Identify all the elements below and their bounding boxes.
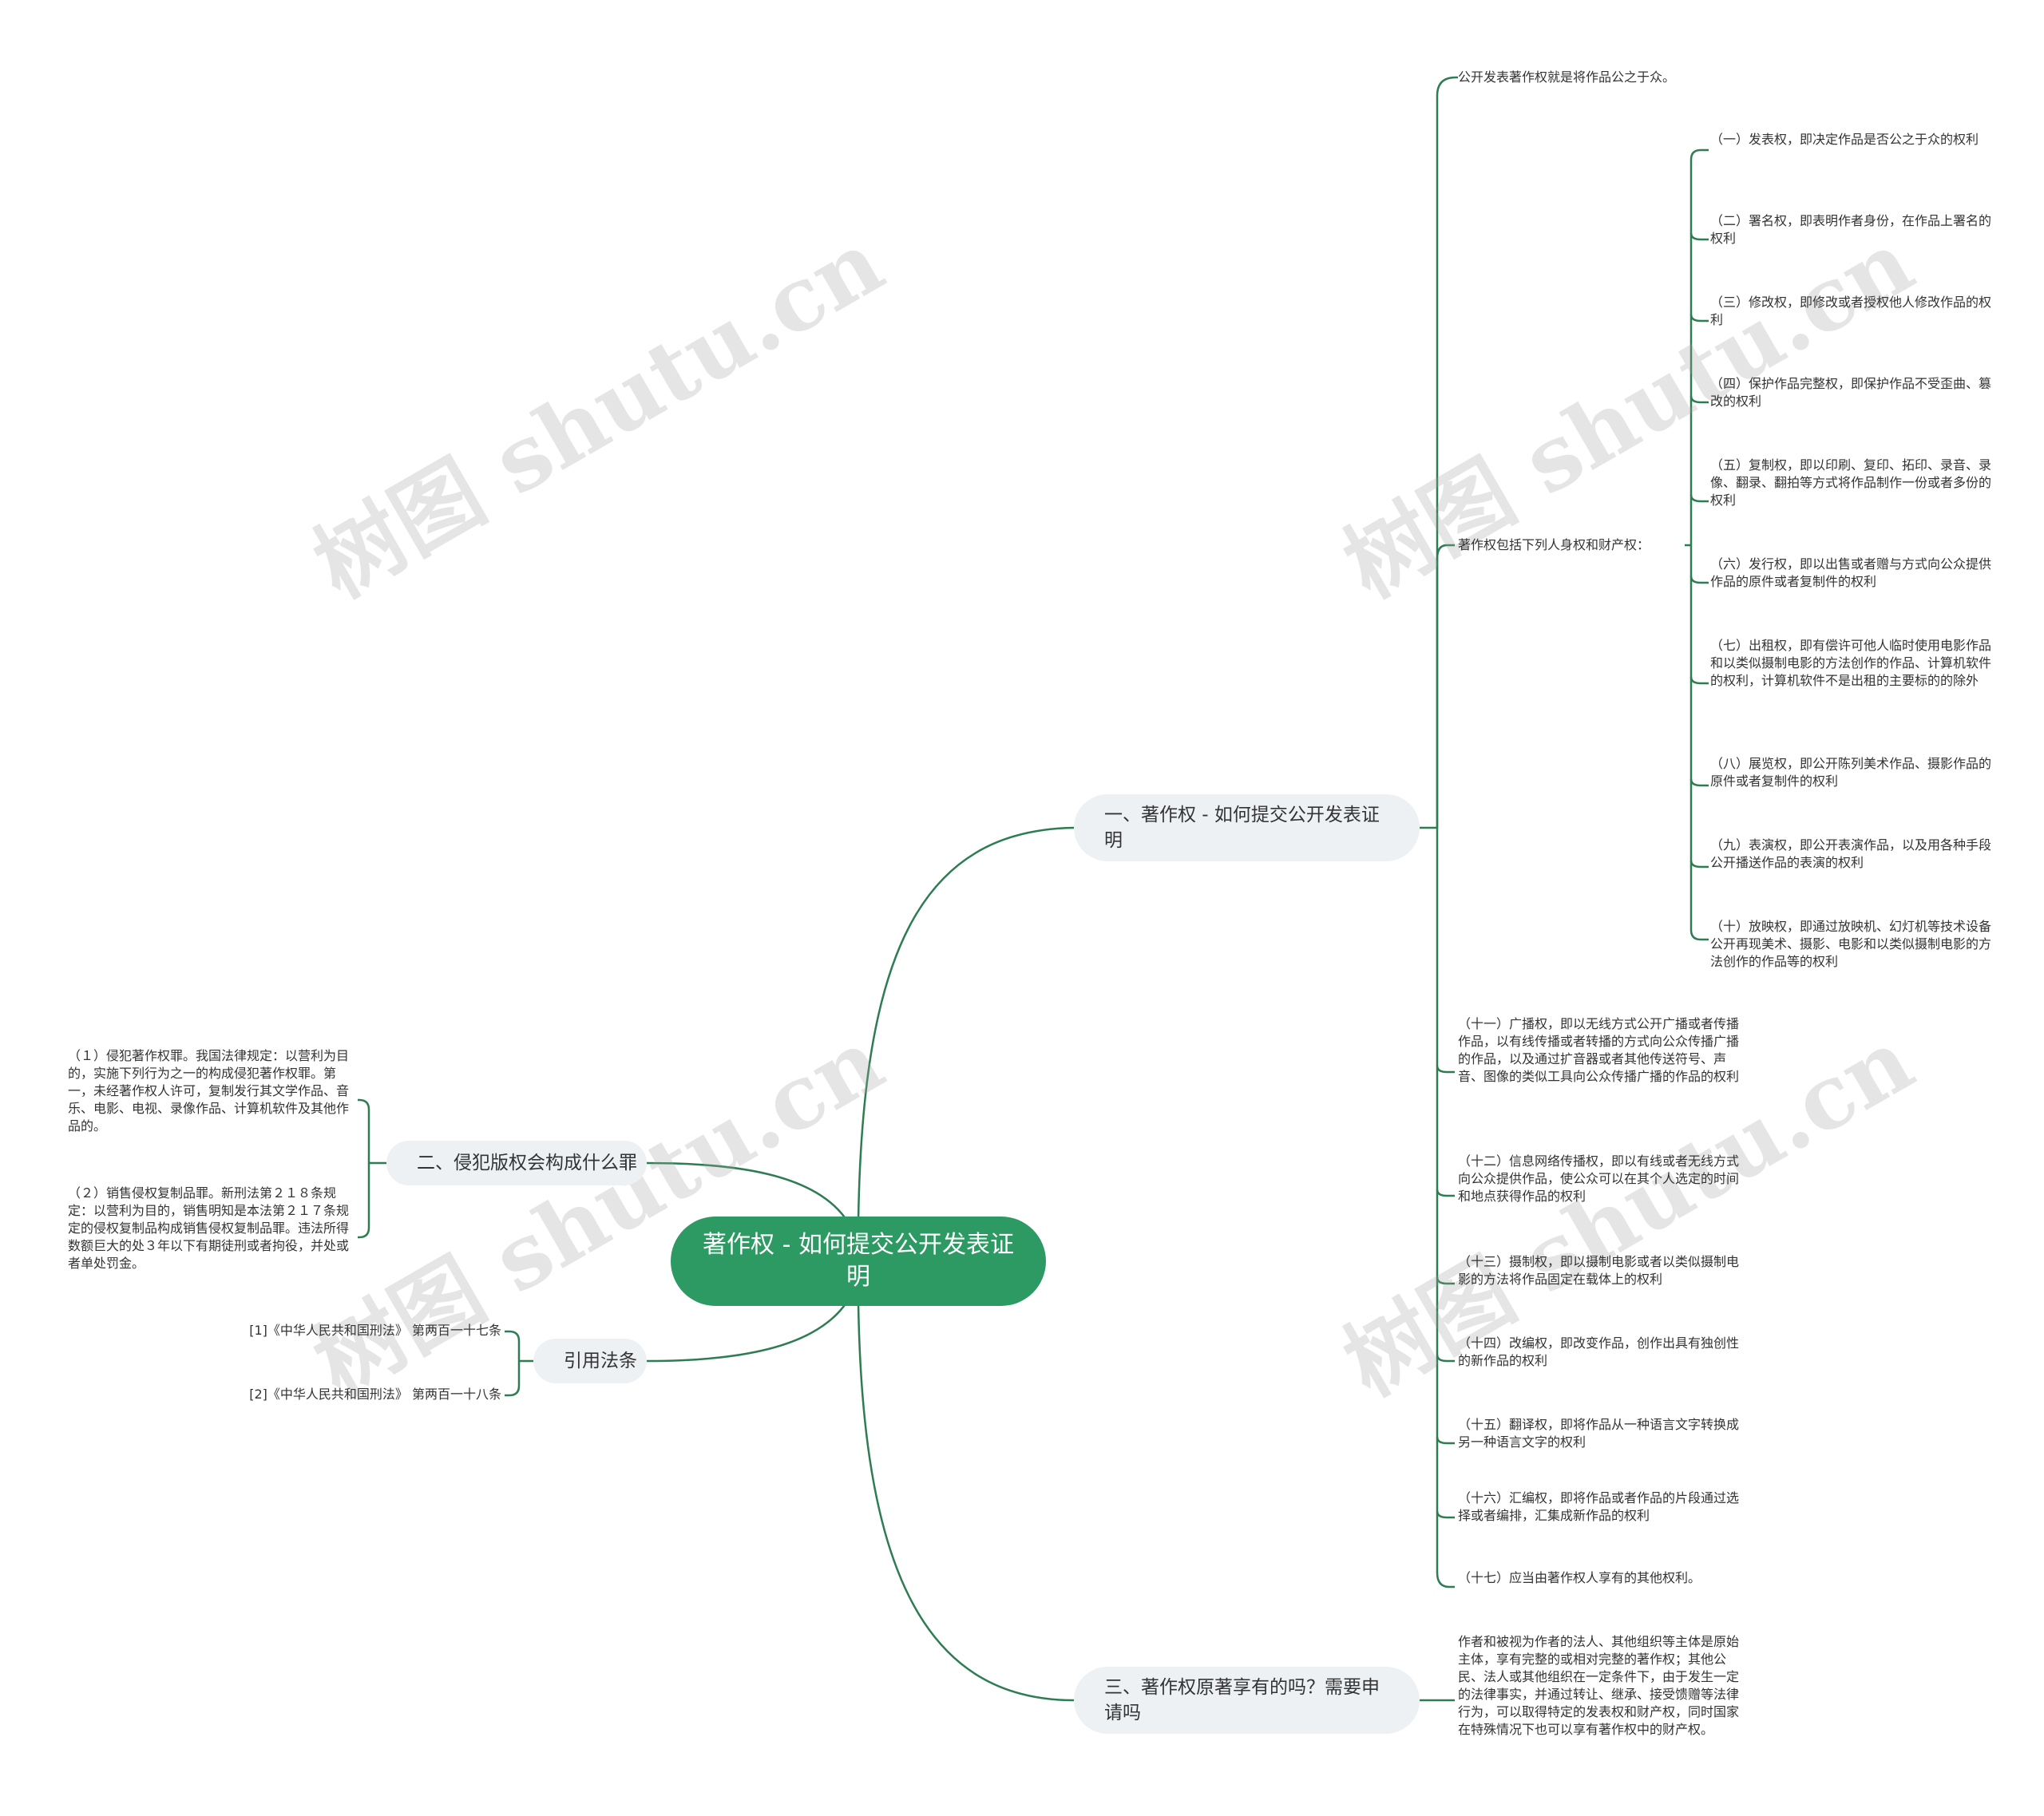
link-includes-bracket: [1685, 148, 1709, 941]
branch-copyright-publication[interactable]: 一、著作权 - 如何提交公开发表证明: [1074, 794, 1420, 861]
link-b1-r16: [1436, 1510, 1455, 1519]
branch-infringement-crimes[interactable]: 二、侵犯版权会构成什么罪: [386, 1141, 647, 1185]
link-b1-r15: [1436, 1436, 1455, 1445]
link-r8: [1689, 778, 1709, 787]
link-b2-bracket: [358, 1098, 386, 1239]
leaf-right-7[interactable]: （七）出租权，即有偿许可他人临时使用电影作品和以类似摄制电影的方法创作的作品、计…: [1710, 638, 1992, 688]
link-r2: [1689, 232, 1709, 241]
link-r7: [1689, 676, 1709, 685]
leaf-right-10[interactable]: （十）放映权，即通过放映机、幻灯机等技术设备公开再现美术、摄影、电影和以类似摄制…: [1710, 919, 1992, 969]
link-b1-bottom: [1436, 828, 1455, 1589]
link-b1-public: [1436, 76, 1458, 828]
leaf-selling-infringing-copies[interactable]: （２）销售侵权复制品罪。新刑法第２１８条规定：以营利为目的，销售明知是本法第２１…: [68, 1185, 350, 1271]
link-b1-r12: [1436, 1189, 1455, 1197]
leaf-right-12[interactable]: （十二）信息网络传播权，即以有线或者无线方式向公众提供作品，使公众可以在其个人选…: [1458, 1153, 1740, 1204]
root-topic[interactable]: 著作权 - 如何提交公开发表证明: [671, 1217, 1046, 1306]
leaf-right-11[interactable]: （十一）广播权，即以无线方式公开广播或者传播作品，以有线传播或者转播的方式向公众…: [1458, 1016, 1740, 1084]
link-r9: [1689, 860, 1709, 868]
leaf-right-16[interactable]: （十六）汇编权，即将作品或者作品的片段通过选择或者编排，汇集成新作品的权利: [1458, 1490, 1740, 1523]
leaf-right-15[interactable]: （十五）翻译权，即将作品从一种语言文字转换成另一种语言文字的权利: [1458, 1417, 1740, 1450]
link-r5: [1689, 494, 1709, 503]
link-r4: [1689, 395, 1709, 404]
link-r6: [1689, 576, 1709, 584]
link-root-b2: [646, 1161, 848, 1221]
leaf-infringement-crime[interactable]: （１）侵犯著作权罪。我国法律规定：以营利为目的，实施下列行为之一的构成侵犯著作权…: [68, 1048, 350, 1134]
leaf-right-8[interactable]: （八）展览权，即公开陈列美术作品、摄影作品的原件或者复制件的权利: [1710, 756, 1992, 789]
leaf-public-definition[interactable]: 公开发表著作权就是将作品公之于众。: [1458, 69, 1676, 85]
leaf-law-217[interactable]: [1]《中华人民共和国刑法》 第两百一十七条: [249, 1323, 501, 1338]
link-root-b4: [646, 1302, 848, 1363]
leaf-right-5[interactable]: （五）复制权，即以印刷、复印、拓印、录音、录像、翻录、翻拍等方式将作品制作一份或…: [1710, 457, 1992, 508]
link-r3: [1689, 314, 1709, 322]
link-b1-r13: [1436, 1276, 1455, 1285]
leaf-right-1[interactable]: （一）发表权，即决定作品是否公之于众的权利: [1710, 132, 1979, 147]
link-root-b3: [857, 1302, 1075, 1702]
link-b1-r14: [1436, 1354, 1455, 1363]
leaf-right-4[interactable]: （四）保护作品完整权，即保护作品不受歪曲、篡改的权利: [1710, 376, 1992, 409]
branch-original-rights[interactable]: 三、著作权原著享有的吗？需要申请吗: [1074, 1667, 1420, 1734]
link-root-b1: [857, 826, 1075, 1222]
leaf-law-218[interactable]: [2]《中华人民共和国刑法》 第两百一十八条: [249, 1387, 501, 1402]
link-b1-r11: [1436, 1065, 1455, 1074]
leaf-rights-includes[interactable]: 著作权包括下列人身权和财产权：: [1458, 537, 1650, 552]
branch-cited-laws[interactable]: 引用法条: [533, 1339, 647, 1383]
leaf-right-2[interactable]: （二）署名权，即表明作者身份，在作品上署名的权利: [1710, 213, 1992, 246]
leaf-right-14[interactable]: （十四）改编权，即改变作品，创作出具有独创性的新作品的权利: [1458, 1335, 1740, 1368]
leaf-right-9[interactable]: （九）表演权，即公开表演作品，以及用各种手段公开播送作品的表演的权利: [1710, 837, 1992, 870]
link-b4-bracket: [505, 1330, 533, 1397]
link-b1-includes: [1436, 544, 1455, 828]
leaf-right-17[interactable]: （十七）应当由著作权人享有的其他权利。: [1458, 1570, 1701, 1585]
leaf-right-6[interactable]: （六）发行权，即以出售或者赠与方式向公众提供作品的原件或者复制件的权利: [1710, 556, 1992, 589]
leaf-right-13[interactable]: （十三）摄制权，即以摄制电影或者以类似摄制电影的方法将作品固定在载体上的权利: [1458, 1254, 1740, 1287]
leaf-original-subject[interactable]: 作者和被视为作者的法人、其他组织等主体是原始主体，享有完整的或相对完整的著作权；…: [1458, 1634, 1740, 1737]
leaf-right-3[interactable]: （三）修改权，即修改或者授权他人修改作品的权利: [1710, 295, 1992, 327]
